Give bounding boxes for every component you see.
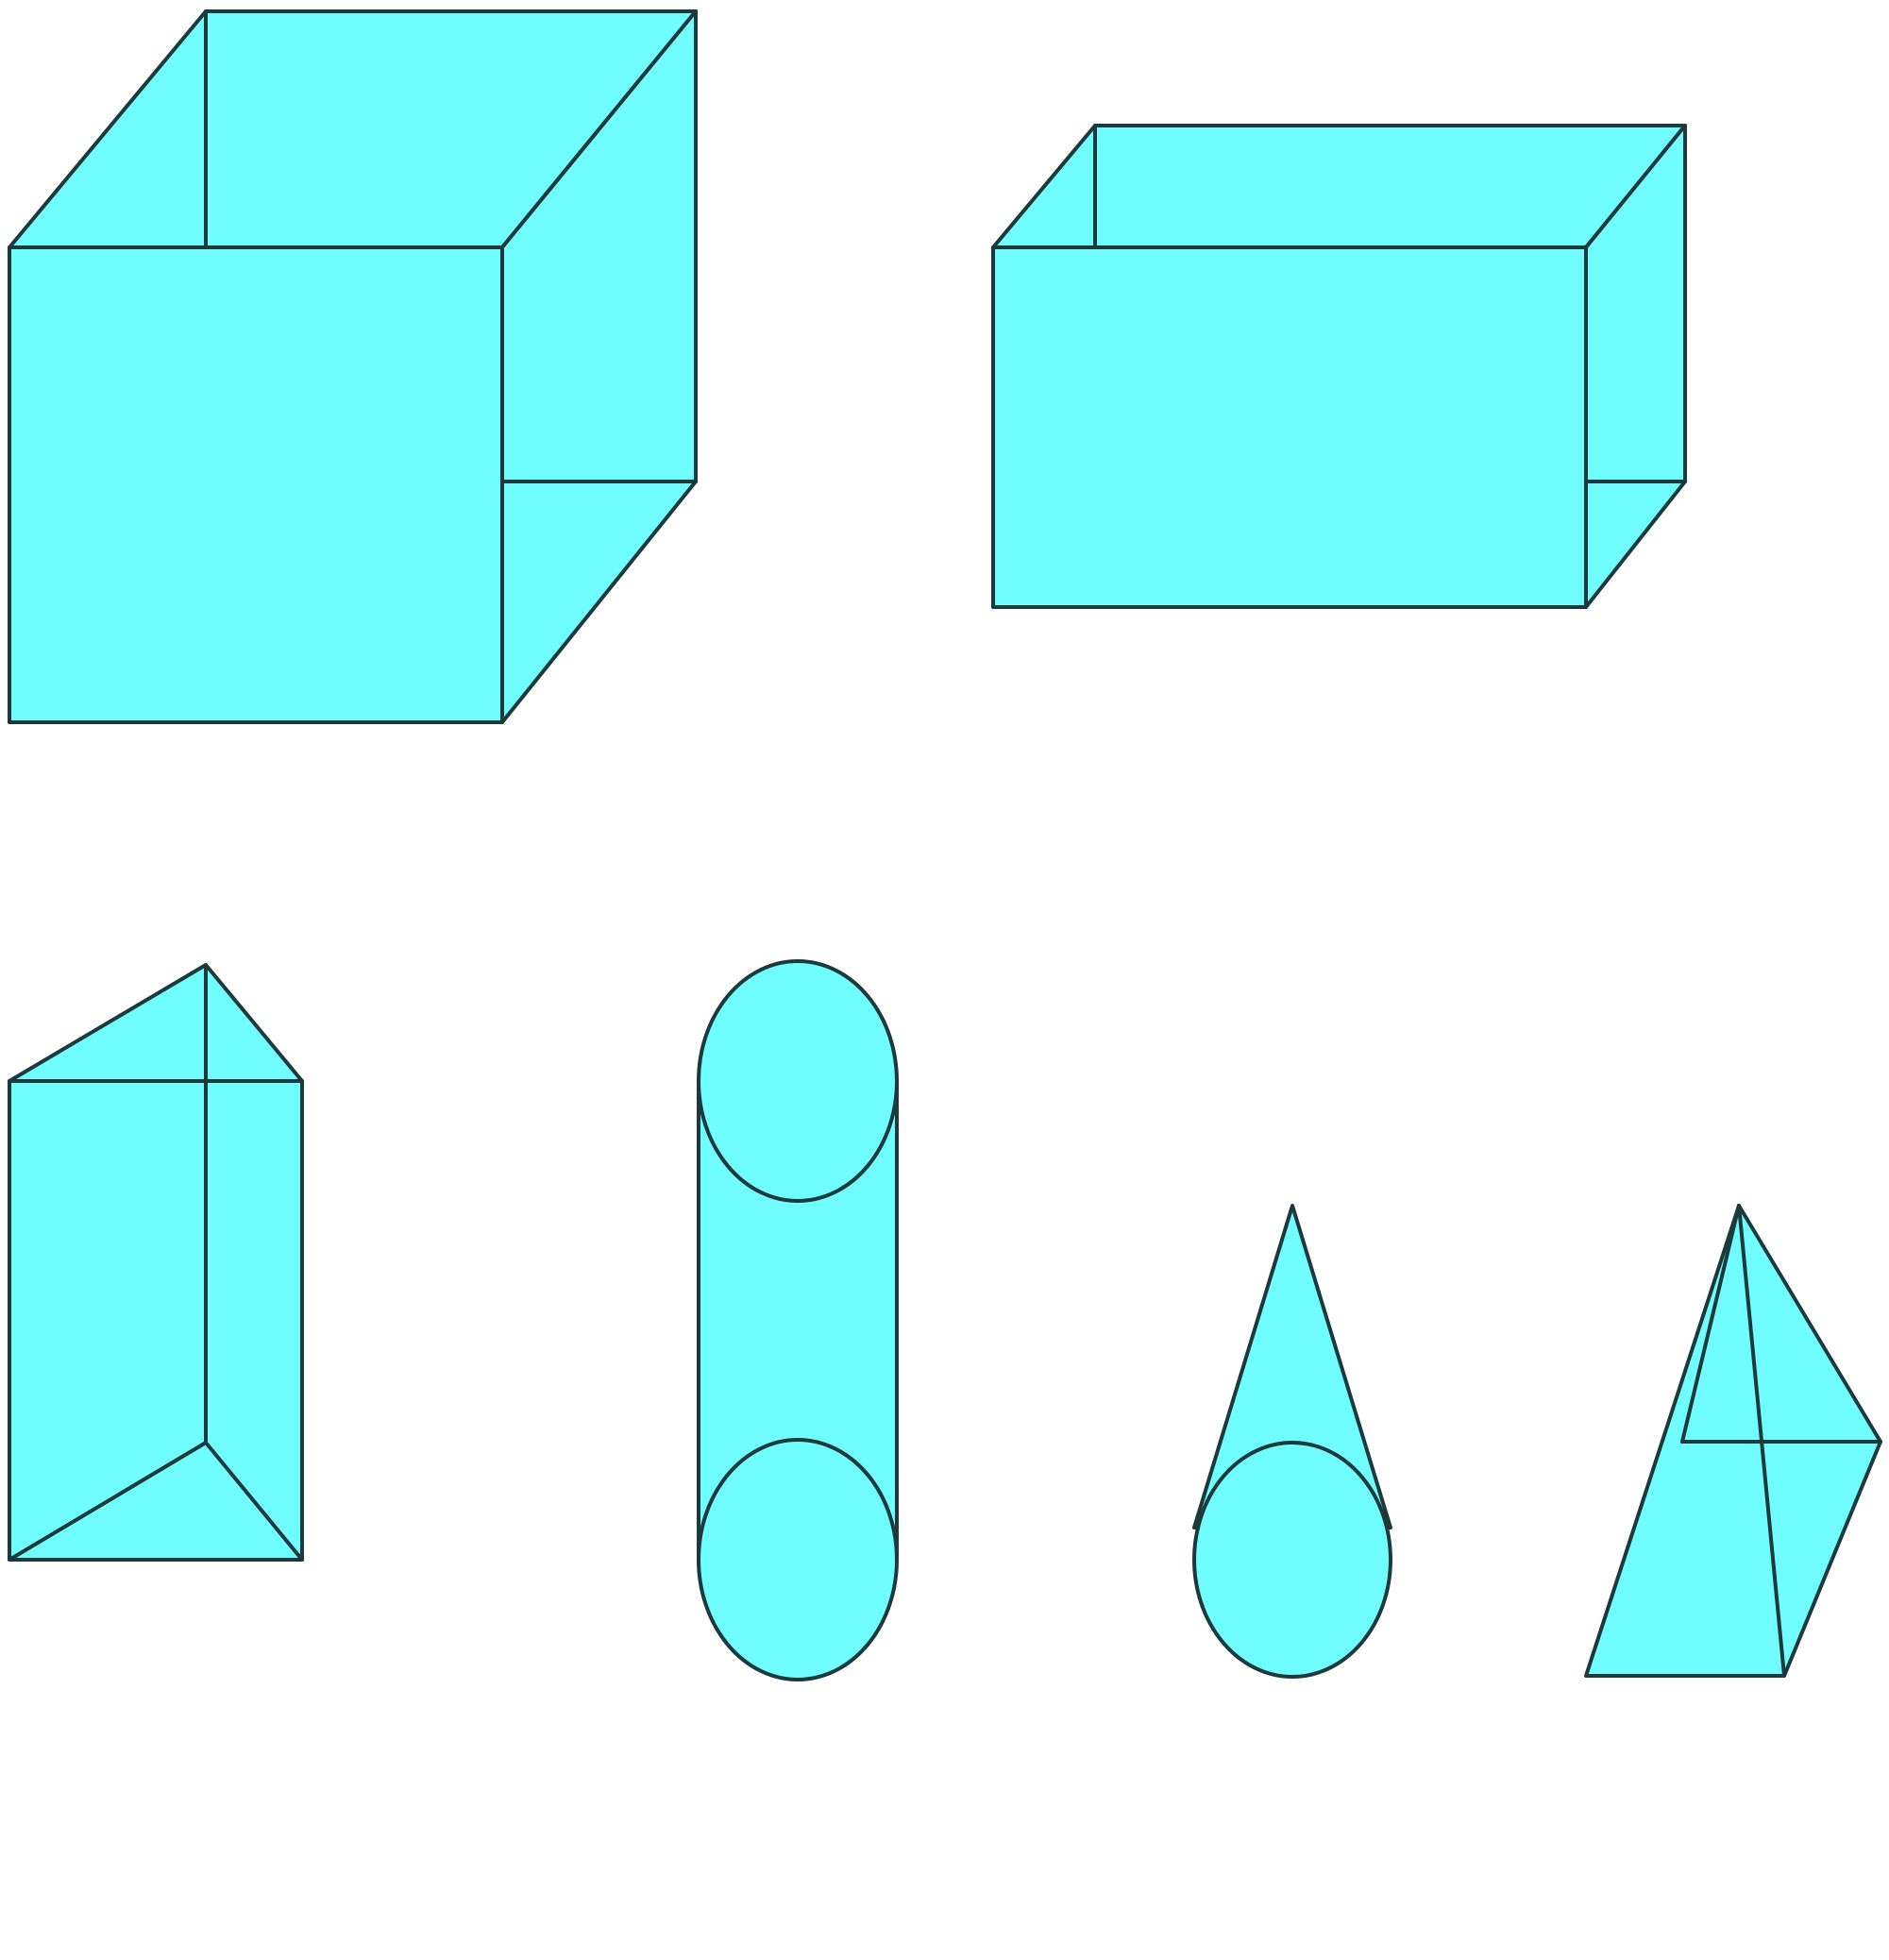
cylinder-top-face [697, 959, 899, 1203]
cylinder-figure [697, 959, 899, 1681]
tri-prism-base-left-edge [8, 1441, 208, 1562]
cone-figure [1192, 1204, 1392, 1679]
square-pyramid-figure [1584, 1204, 1882, 1678]
cone-base-face [1192, 1441, 1392, 1679]
triangular-prism-figure [8, 963, 304, 1562]
pyramid-apex-front-edge [1737, 1204, 1786, 1678]
cube-front-face [8, 245, 504, 724]
rectangular-prism-figure [991, 124, 1687, 609]
pyramid-apex-rear-edge [1680, 1204, 1741, 1444]
cylinder-bottom-face [697, 1438, 899, 1681]
triangular-prism-body [8, 963, 304, 1562]
cube-net-figure [8, 9, 698, 724]
prism-front-face [991, 245, 1588, 609]
tri-prism-base-right-edge [204, 1441, 304, 1562]
